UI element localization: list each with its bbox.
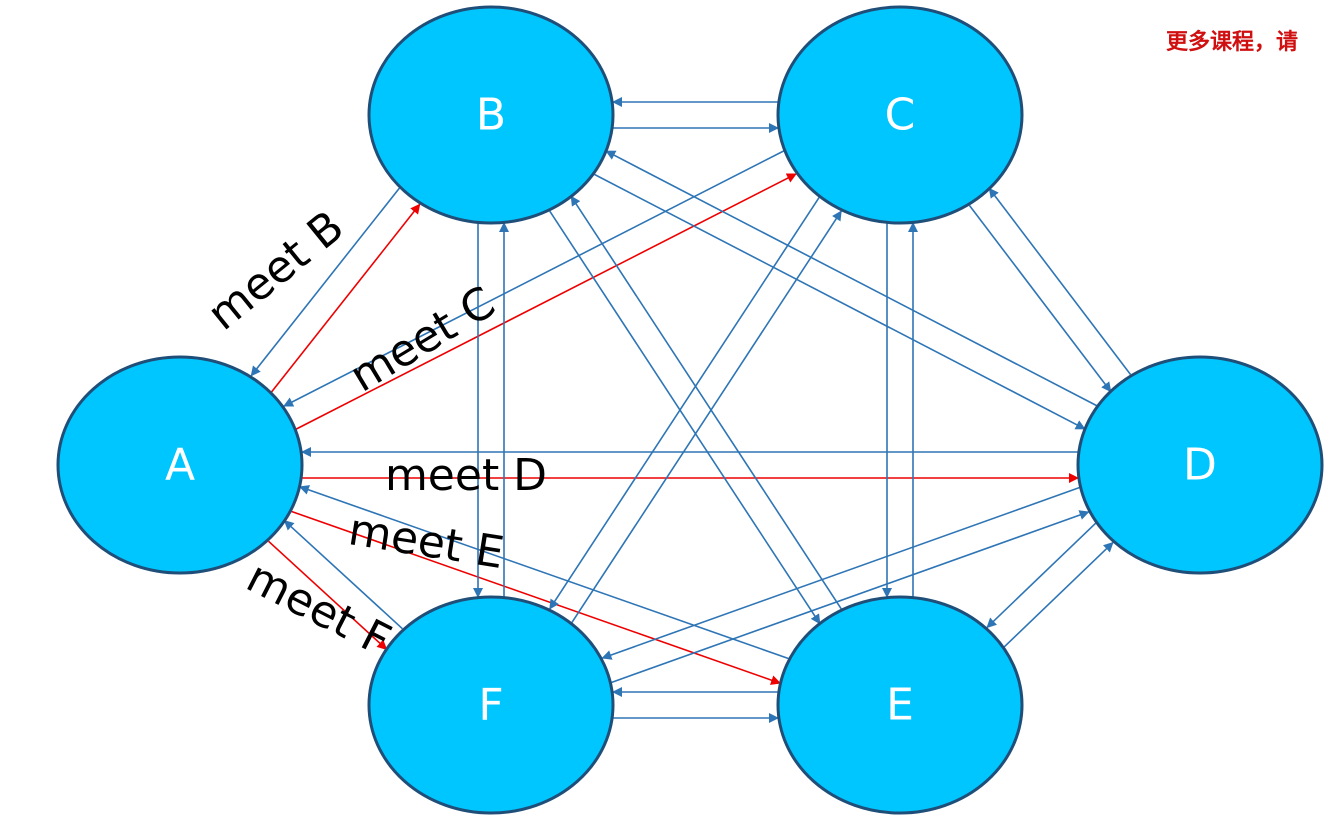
edge-e-to-b: [570, 195, 842, 610]
edge-b-to-a: [250, 186, 401, 377]
edge-a-to-c: [295, 173, 797, 431]
edge-d-to-c: [988, 187, 1132, 375]
edges-layer: [250, 97, 1132, 723]
edge-c-to-a: [283, 149, 785, 407]
watermark-text: 更多课程，请: [1166, 29, 1299, 55]
node-b-label: B: [476, 90, 506, 141]
edge-label-a-d: meet D: [385, 450, 547, 501]
edge-b-to-d: [594, 173, 1086, 430]
nodes-layer: A B C D E F: [56, 5, 1324, 815]
node-f-label: F: [478, 680, 503, 731]
edge-c-to-d: [968, 205, 1112, 393]
node-f: F: [367, 595, 615, 815]
edge-f-to-c: [570, 210, 842, 625]
edge-f-to-d: [610, 510, 1090, 684]
node-c: C: [776, 5, 1024, 225]
edge-d-to-e: [986, 521, 1098, 629]
edge-e-to-a: [298, 485, 789, 660]
edge-f-to-a: [283, 520, 403, 630]
node-a-label: A: [165, 440, 195, 491]
edge-b-to-e: [549, 210, 821, 625]
edge-label-a-b: meet B: [198, 201, 353, 340]
node-b: B: [367, 5, 615, 225]
edge-label-a-e: meet E: [345, 504, 507, 579]
node-d-circle: [1076, 355, 1324, 575]
edge-a-to-e: [291, 510, 782, 685]
node-e-label: E: [886, 680, 914, 731]
node-a-circle: [56, 355, 304, 575]
node-f-circle: [367, 595, 615, 815]
edge-label-a-f: meet F: [239, 552, 399, 667]
node-c-label: C: [885, 90, 916, 141]
node-d-label: D: [1183, 440, 1217, 491]
node-b-circle: [367, 5, 615, 225]
edge-d-to-b: [605, 150, 1097, 407]
edge-c-to-f: [549, 195, 821, 610]
edge-a-to-f: [268, 540, 388, 650]
node-a: A: [56, 355, 304, 575]
node-c-circle: [776, 5, 1024, 225]
node-d: D: [1076, 355, 1324, 575]
edge-label-a-c: meet C: [341, 277, 504, 403]
edge-e-to-d: [1002, 541, 1114, 649]
edge-a-to-b: [270, 203, 421, 394]
edge-d-to-f: [601, 486, 1081, 660]
node-e: E: [776, 595, 1024, 815]
node-e-circle: [776, 595, 1024, 815]
